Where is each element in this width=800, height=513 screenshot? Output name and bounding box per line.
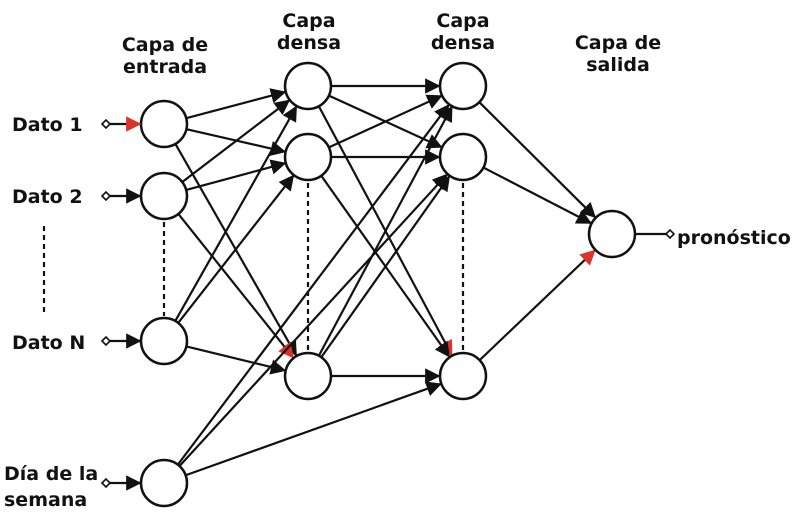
connection-b1-o <box>478 101 597 219</box>
node-input-dia-semana <box>139 458 189 508</box>
output-layer-title: Capa de salida <box>575 32 661 76</box>
connection-b2-o <box>482 166 593 224</box>
connection-iN-a1 <box>174 105 298 322</box>
output-layer-title-line2: salida <box>586 54 650 76</box>
connection-iN-aN <box>186 345 287 375</box>
connection-iN-a2 <box>177 174 295 324</box>
input-label-dato-n: Dato N <box>12 332 86 354</box>
node-dense-2-top <box>438 61 488 111</box>
dense-layer-1-title-line1: Capa <box>282 10 336 32</box>
node-dense-2-middle <box>438 132 488 182</box>
dense-layer-2-title-line1: Capa <box>436 10 490 32</box>
ellipsis-dashes-group <box>42 183 465 351</box>
stub-dia-semana-diamond <box>100 477 112 489</box>
node-dense-1-bottom <box>283 351 333 401</box>
input-stubs-group <box>100 116 676 491</box>
stub-dato-1-diamond <box>100 118 112 130</box>
output-label-pronostico: pronóstico <box>677 227 791 249</box>
input-layer-title-line1: Capa de <box>121 34 209 56</box>
input-label-dia-semana: Día de la semana <box>4 461 98 513</box>
connection-i2-aN <box>177 213 294 359</box>
node-input-dato-1 <box>139 99 189 149</box>
dense-layer-2-title-line2: densa <box>430 32 496 54</box>
dense-layer-1-title: Capa densa <box>277 10 341 54</box>
node-input-dato-2 <box>139 171 189 221</box>
connection-d-b2 <box>178 173 448 467</box>
dense-layer-2-title: Capa densa <box>431 10 495 54</box>
input-label-dato-1: Dato 1 <box>12 114 83 136</box>
input-label-dia-line2: semana <box>4 489 88 511</box>
stub-dato-2-diamond <box>100 190 112 202</box>
input-label-dia-line1: Día de la <box>4 463 99 485</box>
input-layer-title: Capa de entrada <box>122 34 208 78</box>
connection-d-bN <box>185 381 442 477</box>
connection-bN-o <box>478 249 596 361</box>
stub-output-diamond <box>664 228 676 240</box>
connection-d-b1 <box>176 103 450 466</box>
nodes-group <box>139 61 637 508</box>
input-label-dato-2: Dato 2 <box>12 186 83 208</box>
connection-i2-a2 <box>185 159 287 192</box>
node-input-dato-n <box>139 316 189 366</box>
node-dense-1-middle <box>283 132 333 182</box>
dense-layer-1-title-line2: densa <box>276 32 342 54</box>
input-layer-title-line2: entrada <box>122 56 208 78</box>
connection-a2-b1 <box>328 94 443 149</box>
connection-i2-a1 <box>181 99 291 183</box>
output-layer-title-line1: Capa de <box>574 32 662 54</box>
node-dense-2-bottom <box>438 351 488 401</box>
connection-aN-b2 <box>320 175 451 358</box>
connections-group <box>174 78 597 477</box>
node-dense-1-top <box>283 61 333 111</box>
node-output <box>587 209 637 259</box>
stub-dato-n-diamond <box>100 335 112 347</box>
connection-i1-a1 <box>185 88 287 120</box>
connection-aN-b1 <box>317 105 453 357</box>
